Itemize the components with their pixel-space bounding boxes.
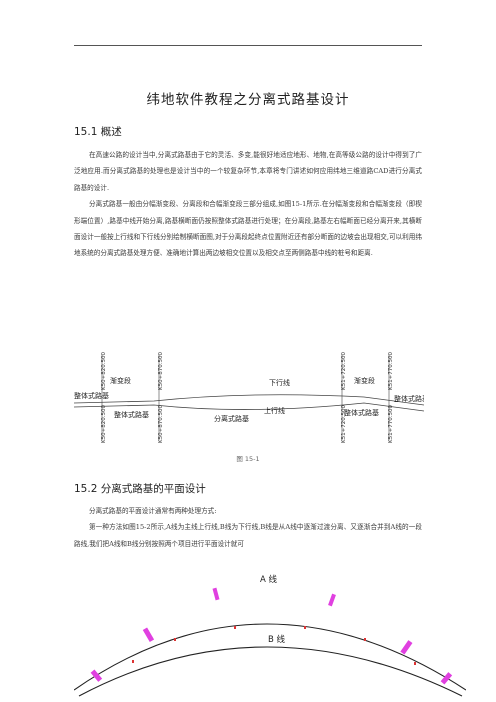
figure-caption: 图 15-1	[236, 455, 260, 463]
label-upline: 上行线	[264, 406, 285, 415]
station-label: K50+820.500	[101, 405, 107, 443]
line-b-label: B 线	[268, 634, 286, 645]
paragraph: 第一种方法如图15-2所示,A线为主线上行线,B线为下行线,B线是从A线中逐渐过…	[74, 523, 422, 548]
section-heading-overview: 15.1 概述	[74, 126, 122, 138]
station-label: K50+870.500	[158, 352, 164, 390]
page-title: 纬地软件教程之分离式路基设计	[146, 92, 350, 108]
lower-road-line	[74, 402, 424, 412]
section2-body: 分离式路基的平面设计通常有两种处理方式: 第一种方法如图15-2所示,A线为主线…	[74, 503, 422, 552]
station-label: K50+820.500	[101, 352, 107, 390]
label-transition-left: 渐变段	[110, 376, 131, 385]
label-transition-right: 渐变段	[354, 376, 375, 385]
figure-15-1-diagram: K50+820.500 K50+870.500 K51+720.500 K51+…	[74, 352, 424, 443]
section1-body: 在高速公路的设计当中,分离式路基由于它的灵活、多变,能很好地适应地形、地物,在高…	[74, 147, 422, 262]
paragraph: 分离式路基的平面设计通常有两种处理方式:	[89, 507, 217, 515]
label-whole-right-2: 整体式路基	[394, 394, 424, 403]
line-b-curve	[78, 646, 463, 697]
survey-markers	[90, 587, 453, 685]
label-whole-right-1: 整体式路基	[344, 408, 379, 417]
figure-15-2-diagram: A 线 B 线	[74, 574, 466, 697]
paragraph: 分离式路基一般由分幅渐变段、分离段和合幅渐变段三部分组成,如图15-1所示.在分…	[74, 200, 422, 258]
station-label: K51+720.500	[341, 352, 347, 390]
label-downline: 下行线	[269, 378, 290, 387]
paragraph: 在高速公路的设计当中,分离式路基由于它的灵活、多变,能很好地适应地形、地物,在高…	[74, 151, 422, 192]
label-whole-left: 整体式路基	[74, 391, 109, 400]
header-rule	[74, 45, 422, 46]
station-label: K51+720.500	[341, 405, 347, 443]
station-label: K51+770.500	[388, 405, 394, 443]
upper-road-line	[74, 394, 424, 406]
station-ticks	[132, 626, 416, 665]
line-a-label: A 线	[260, 574, 278, 585]
label-separated-left: 整体式路基	[114, 410, 149, 419]
station-label: K50+870.500	[158, 405, 164, 443]
section-heading-plan: 15.2 分离式路基的平面设计	[74, 483, 206, 495]
label-separated-mid: 分离式路基	[214, 414, 249, 423]
line-a-curve	[74, 623, 466, 691]
station-label: K51+770.500	[388, 352, 394, 390]
